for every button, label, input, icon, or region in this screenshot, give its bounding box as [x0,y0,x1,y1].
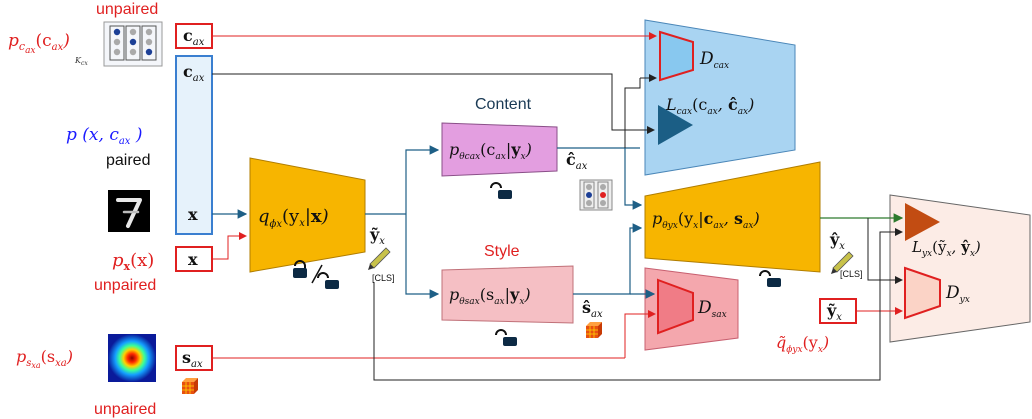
unlock-icon [490,182,512,199]
lock-icon [293,260,307,278]
style-discriminator-shape [657,278,694,335]
output-decoder-block [644,161,821,273]
slider-icon [579,179,613,211]
c-hat-to-loss-arrow [624,78,641,148]
paired-label: paired [106,152,150,169]
y-tilde-box [819,298,857,324]
gaussian-blob-icon [108,334,156,382]
k-subscript-label: Kcx [74,56,88,67]
output-loss-label: Lyx(ỹx, ŷx) [911,238,981,259]
style-prior-label: psxa(sxa) [16,347,73,370]
encoder-to-content-arrow [405,145,440,214]
content-loss-triangle [658,105,693,145]
y-hat-to-disc-arrow [867,218,903,284]
content-title: Content [475,96,532,113]
content-decoder-label: pθcax(cax|yx) [449,140,532,162]
matrix-icon [103,21,163,67]
style-decoder-block [441,265,574,324]
y-tilde-loop-arrow [373,228,903,381]
style-discriminator-label: Dsax [697,298,727,320]
x-prior-label: px(x) [112,250,154,273]
c-input-top-box [175,23,213,49]
encoder-label: qϕx(yx|x) [258,206,329,230]
q-tilde-label: q̃ϕyx(yx) [776,333,829,355]
output-discriminator-shape [904,266,941,320]
cls-left-label: [CLS] [372,273,395,283]
s-to-style-disc-arrow [624,310,656,358]
unpaired-mid-label: unpaired [94,277,156,294]
unlock-icon [495,329,517,346]
s-hat-label: ŝax [582,298,603,320]
content-decoder-block [441,122,558,177]
output-discriminator-label: Dyx [945,283,970,305]
content-loss-label: Lcax(cax, ĉax) [665,95,754,117]
y-tilde-box-label: ỹx [826,301,842,323]
y-tilde-label: ỹx [369,225,385,247]
x-input-label: x [188,250,198,269]
s-input-box [175,345,213,371]
pencil-icon [368,247,391,270]
output-decoder-label: pθyx(yx|cax, sax) [652,209,760,231]
paired-stack [175,55,213,235]
encoder-to-style-arrow [405,214,440,299]
cube-icon [182,378,198,394]
y-hat-label: ŷx [829,230,845,252]
unlock-icon [759,270,781,287]
content-discriminator-label: Dcax [699,49,729,71]
unpaired-top-label: unpaired [96,1,158,18]
c-stack-label: cax [183,62,205,84]
cube-icon [586,322,602,338]
unpaired-bottom-label: unpaired [94,401,156,418]
content-discriminator-shape [659,30,694,82]
cls-right-label: [CLS] [840,269,863,279]
unlock-icon [317,272,339,289]
output-loss-triangle [905,203,940,241]
s-input-label: sax [182,348,203,370]
c-input-top-label: cax [183,26,205,48]
c-hat-label: ĉax [566,150,588,172]
c-stack-to-loss-arrow [212,73,655,134]
style-title: Style [484,243,520,260]
x-to-encoder-arrow [212,232,247,260]
content-to-output-arrow [624,148,643,210]
joint-distribution-label: p (x, cax ) [66,125,143,147]
style-to-output-arrow [573,223,643,295]
x-input-box [175,246,213,272]
encoder-block [249,157,366,273]
x-stack-label: x [188,205,198,224]
style-decoder-label: pθsax(sax|yx) [449,285,531,307]
digit-seven-icon [108,190,150,232]
pencil-icon [831,251,854,274]
content-prior-label: pcax(cax) [8,31,70,56]
lock-divider [311,264,323,284]
